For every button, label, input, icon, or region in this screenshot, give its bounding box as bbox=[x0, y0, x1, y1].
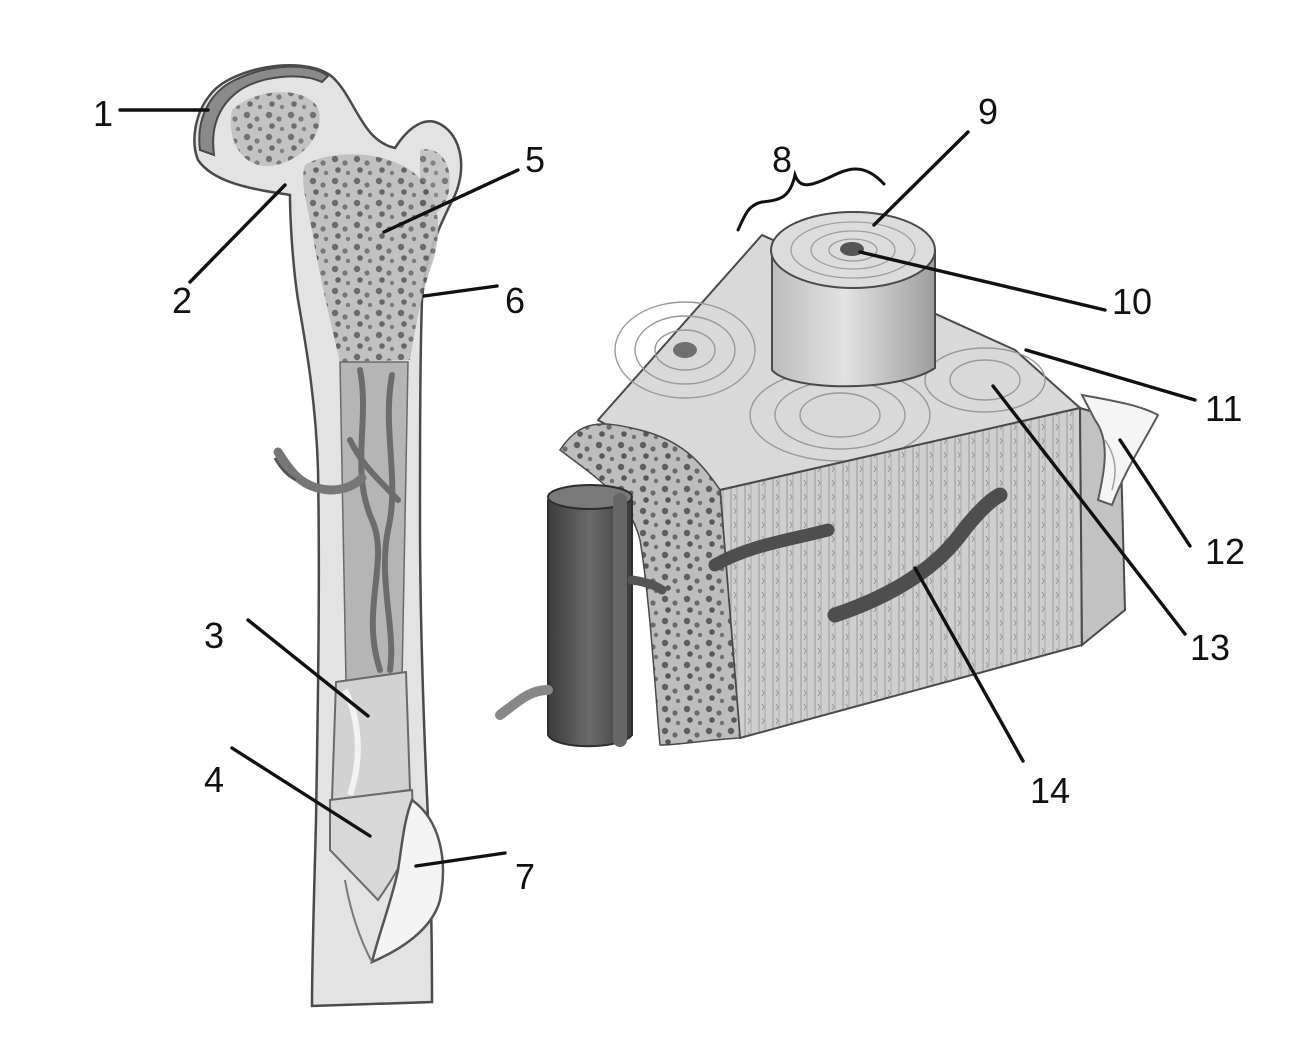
label-3: 3 bbox=[204, 615, 224, 656]
label-4: 4 bbox=[204, 759, 224, 800]
leader-9 bbox=[872, 130, 970, 227]
label-14: 14 bbox=[1030, 770, 1070, 811]
periosteum-flap bbox=[370, 798, 445, 965]
label-12: 12 bbox=[1205, 531, 1245, 572]
spongy-bone-proximal bbox=[303, 154, 439, 362]
label-6: 6 bbox=[505, 280, 525, 321]
central-canal bbox=[840, 242, 864, 256]
nutrient-artery bbox=[273, 447, 367, 495]
long-bone-illustration bbox=[193, 64, 463, 1008]
leader-6 bbox=[422, 284, 499, 298]
label-13: 13 bbox=[1190, 627, 1230, 668]
label-9: 9 bbox=[978, 91, 998, 132]
leader-10 bbox=[858, 250, 1107, 312]
leader-2 bbox=[188, 183, 287, 284]
label-8: 8 bbox=[772, 139, 792, 180]
spongy-bone-trochanter bbox=[420, 149, 450, 214]
periosteum-peel bbox=[1080, 393, 1160, 507]
label-1: 1 bbox=[93, 93, 113, 134]
spongy-bone-head bbox=[230, 92, 320, 167]
leader-13 bbox=[991, 384, 1187, 636]
osteon-brace bbox=[736, 167, 886, 232]
leader-lines bbox=[118, 108, 1197, 868]
leader-5 bbox=[382, 168, 520, 234]
leader-11 bbox=[1024, 348, 1197, 402]
marrow-vessels bbox=[347, 367, 401, 673]
vessel-branch-left bbox=[708, 523, 835, 572]
label-5: 5 bbox=[525, 139, 545, 180]
leader-7 bbox=[414, 851, 507, 868]
leader-4 bbox=[230, 746, 372, 838]
label-2: 2 bbox=[172, 280, 192, 321]
leader-3 bbox=[246, 618, 370, 718]
label-7: 7 bbox=[515, 856, 535, 897]
label-11: 11 bbox=[1205, 388, 1242, 429]
articular-cartilage bbox=[198, 65, 330, 157]
leader-14 bbox=[913, 566, 1025, 763]
perforating-canal-vessel bbox=[827, 487, 1008, 623]
number-labels: 1 2 3 4 5 6 7 8 9 10 11 12 13 14 bbox=[93, 91, 1245, 897]
compact-bone-block-illustration bbox=[495, 167, 1160, 748]
top-lamellae bbox=[614, 301, 1046, 462]
leader-12 bbox=[1118, 438, 1192, 548]
label-10: 10 bbox=[1112, 281, 1152, 322]
